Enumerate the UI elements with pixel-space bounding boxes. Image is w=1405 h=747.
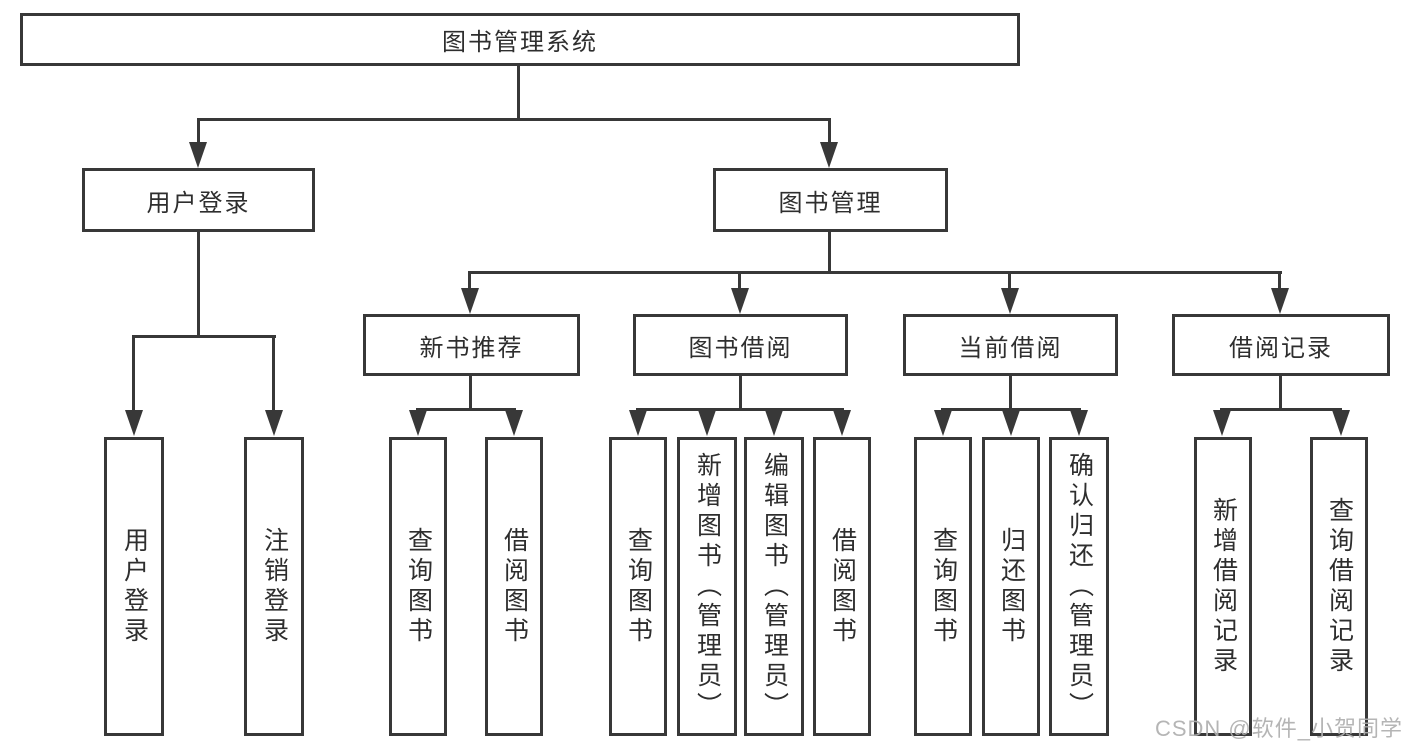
leaf-borrow-edit-books-admin-label: 编辑图书（管理员） xyxy=(760,451,789,722)
leaf-recommend-query-books: 查询图书 xyxy=(389,437,447,736)
node-borrow-records: 借阅记录 xyxy=(1172,314,1390,376)
arrow-down-icon xyxy=(409,410,427,436)
arrow-down-icon xyxy=(833,410,851,436)
leaf-user-login-label: 用户登录 xyxy=(120,526,149,647)
connector-bookmgmt-drop-1 xyxy=(468,271,471,291)
leaf-logout: 注销登录 xyxy=(244,437,304,736)
leaf-current-confirm-return-admin: 确认归还（管理员） xyxy=(1049,437,1109,736)
arrow-down-icon xyxy=(1332,410,1350,436)
arrow-down-icon xyxy=(731,288,749,314)
leaf-borrow-borrow-books: 借阅图书 xyxy=(813,437,871,736)
leaf-current-return-books-label: 归还图书 xyxy=(997,526,1026,647)
leaf-records-query-record-label: 查询借阅记录 xyxy=(1325,496,1354,677)
connector-root-drop-left xyxy=(197,118,200,146)
arrow-down-icon xyxy=(1002,410,1020,436)
connector-bookmgmt-stem xyxy=(828,232,831,271)
node-borrow-records-label: 借阅记录 xyxy=(1229,334,1333,362)
connector-bookmgmt-bar xyxy=(468,271,1282,274)
leaf-recommend-borrow-books: 借阅图书 xyxy=(485,437,543,736)
connector-userlogin-drop-2 xyxy=(272,335,275,413)
connector-current-stem xyxy=(1009,376,1012,408)
node-current-borrow-label: 当前借阅 xyxy=(958,334,1063,362)
connector-bookmgmt-drop-2 xyxy=(738,271,741,291)
connector-root-bar xyxy=(197,118,831,121)
node-book-borrow-label: 图书借阅 xyxy=(688,334,793,362)
arrow-down-icon xyxy=(1271,288,1289,314)
arrow-down-icon xyxy=(698,410,716,436)
leaf-borrow-borrow-books-label: 借阅图书 xyxy=(828,526,857,647)
leaf-current-confirm-return-admin-label: 确认归还（管理员） xyxy=(1065,451,1094,722)
connector-userlogin-drop-1 xyxy=(132,335,135,413)
node-book-management-label: 图书管理 xyxy=(778,189,883,217)
leaf-current-return-books: 归还图书 xyxy=(982,437,1040,736)
connector-records-bar xyxy=(1220,408,1342,411)
leaf-borrow-query-books: 查询图书 xyxy=(609,437,667,736)
leaf-borrow-edit-books-admin: 编辑图书（管理员） xyxy=(744,437,804,736)
leaf-recommend-query-books-label: 查询图书 xyxy=(404,526,433,647)
node-user-login-label: 用户登录 xyxy=(146,189,251,217)
arrow-down-icon xyxy=(820,142,838,168)
node-new-book-recommend: 新书推荐 xyxy=(363,314,580,376)
arrow-down-icon xyxy=(934,410,952,436)
leaf-current-query-books: 查询图书 xyxy=(914,437,972,736)
connector-bookmgmt-drop-3 xyxy=(1008,271,1011,291)
arrow-down-icon xyxy=(1001,288,1019,314)
leaf-borrow-add-books-admin: 新增图书（管理员） xyxy=(677,437,737,736)
connector-borrow-bar xyxy=(636,408,844,411)
connector-userlogin-bar xyxy=(132,335,276,338)
node-book-management: 图书管理 xyxy=(713,168,948,232)
node-root-label: 图书管理系统 xyxy=(442,29,598,56)
leaf-logout-label: 注销登录 xyxy=(260,526,289,647)
arrow-down-icon xyxy=(461,288,479,314)
connector-recommend-bar xyxy=(416,408,516,411)
leaf-borrow-query-books-label: 查询图书 xyxy=(624,526,653,647)
leaf-recommend-borrow-books-label: 借阅图书 xyxy=(500,526,529,647)
arrow-down-icon xyxy=(629,410,647,436)
arrow-down-icon xyxy=(189,142,207,168)
leaf-borrow-add-books-admin-label: 新增图书（管理员） xyxy=(693,451,722,722)
arrow-down-icon xyxy=(265,410,283,436)
connector-records-stem xyxy=(1279,376,1282,408)
leaf-records-add-record-label: 新增借阅记录 xyxy=(1209,496,1238,677)
watermark: CSDN @软件_小贺同学 xyxy=(1154,716,1403,741)
leaf-user-login: 用户登录 xyxy=(104,437,164,736)
arrow-down-icon xyxy=(505,410,523,436)
connector-root-drop-right xyxy=(828,118,831,146)
node-new-book-recommend-label: 新书推荐 xyxy=(419,334,524,362)
leaf-records-query-record: 查询借阅记录 xyxy=(1310,437,1368,736)
connector-root-stem xyxy=(517,66,520,118)
leaf-records-add-record: 新增借阅记录 xyxy=(1194,437,1252,736)
arrow-down-icon xyxy=(125,410,143,436)
connector-bookmgmt-drop-4 xyxy=(1278,271,1281,291)
arrow-down-icon xyxy=(1213,410,1231,436)
connector-current-bar xyxy=(941,408,1081,411)
connector-userlogin-stem xyxy=(197,232,200,335)
leaf-current-query-books-label: 查询图书 xyxy=(929,526,958,647)
connector-recommend-stem xyxy=(469,376,472,408)
arrow-down-icon xyxy=(765,410,783,436)
node-user-login: 用户登录 xyxy=(82,168,315,232)
connector-borrow-stem xyxy=(739,376,742,408)
node-current-borrow: 当前借阅 xyxy=(903,314,1118,376)
node-root: 图书管理系统 xyxy=(20,13,1020,66)
node-book-borrow: 图书借阅 xyxy=(633,314,848,376)
arrow-down-icon xyxy=(1070,410,1088,436)
